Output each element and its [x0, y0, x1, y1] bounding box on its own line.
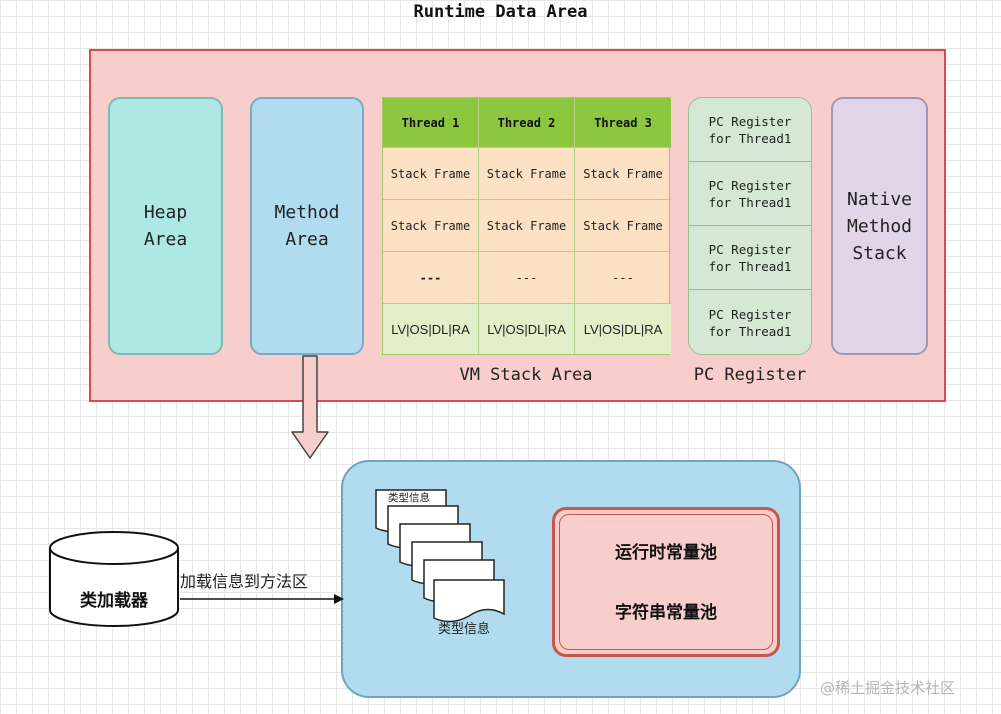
- stack-frame-cell: Stack Frame: [383, 200, 479, 252]
- watermark: @稀土掘金技术社区: [820, 679, 956, 697]
- stack-frame-cell: Stack Frame: [383, 148, 479, 200]
- pc-register-cell: PC Register for Thread1: [708, 307, 792, 339]
- class-loader-cylinder-icon[interactable]: [46, 530, 182, 630]
- load-edge-label: 加载信息到方法区: [180, 572, 309, 591]
- pc-register-stack[interactable]: PC Register for Thread1 PC Register for …: [688, 97, 812, 355]
- thread-3-header: Thread 3: [575, 98, 671, 148]
- vm-stack-label: VM Stack Area: [459, 365, 593, 385]
- pc-register-cell: PC Register for Thread1: [689, 162, 811, 226]
- type-info-label-top: 类型信息: [388, 492, 430, 504]
- diagram-title: Runtime Data Area: [413, 2, 588, 22]
- pc-register-cell: PC Register for Thread1: [689, 98, 811, 162]
- ellipsis-cell: ---: [575, 252, 671, 304]
- stack-frame-cell: Stack Frame: [575, 200, 671, 252]
- pc-register-cell: PC Register for Thread1: [689, 226, 811, 290]
- pc-register-label: PC Register: [693, 365, 807, 385]
- class-loader-label: 类加载器: [80, 591, 148, 611]
- ellipsis-cell: ---: [383, 252, 479, 304]
- thread-2-header: Thread 2: [479, 98, 575, 148]
- method-area[interactable]: Method Area: [250, 97, 364, 355]
- stack-frame-cell: Stack Frame: [575, 148, 671, 200]
- heap-area[interactable]: Heap Area: [108, 97, 223, 355]
- frame-structure-cell: LV|OS|DL|RA: [383, 304, 479, 354]
- stack-frame-cell: Stack Frame: [479, 148, 575, 200]
- native-method-stack[interactable]: Native Method Stack: [831, 97, 928, 355]
- down-arrow-icon: [291, 355, 329, 459]
- type-info-label-bottom: 类型信息: [438, 622, 491, 637]
- ellipsis-cell: ---: [479, 252, 575, 304]
- frame-structure-cell: LV|OS|DL|RA: [479, 304, 575, 354]
- stack-frame-cell: Stack Frame: [479, 200, 575, 252]
- frame-structure-cell: LV|OS|DL|RA: [575, 304, 671, 354]
- runtime-constant-pool-label: 运行时常量池: [615, 543, 717, 563]
- type-info-document-stack-icon: [375, 489, 505, 623]
- string-constant-pool-label: 字符串常量池: [615, 603, 717, 623]
- thread-1-header: Thread 1: [383, 98, 479, 148]
- vm-stack-table[interactable]: Thread 1 Thread 2 Thread 3 Stack Frame S…: [382, 97, 671, 355]
- constant-pool-box[interactable]: 运行时常量池 字符串常量池: [552, 507, 780, 657]
- load-arrow-icon: [180, 594, 344, 604]
